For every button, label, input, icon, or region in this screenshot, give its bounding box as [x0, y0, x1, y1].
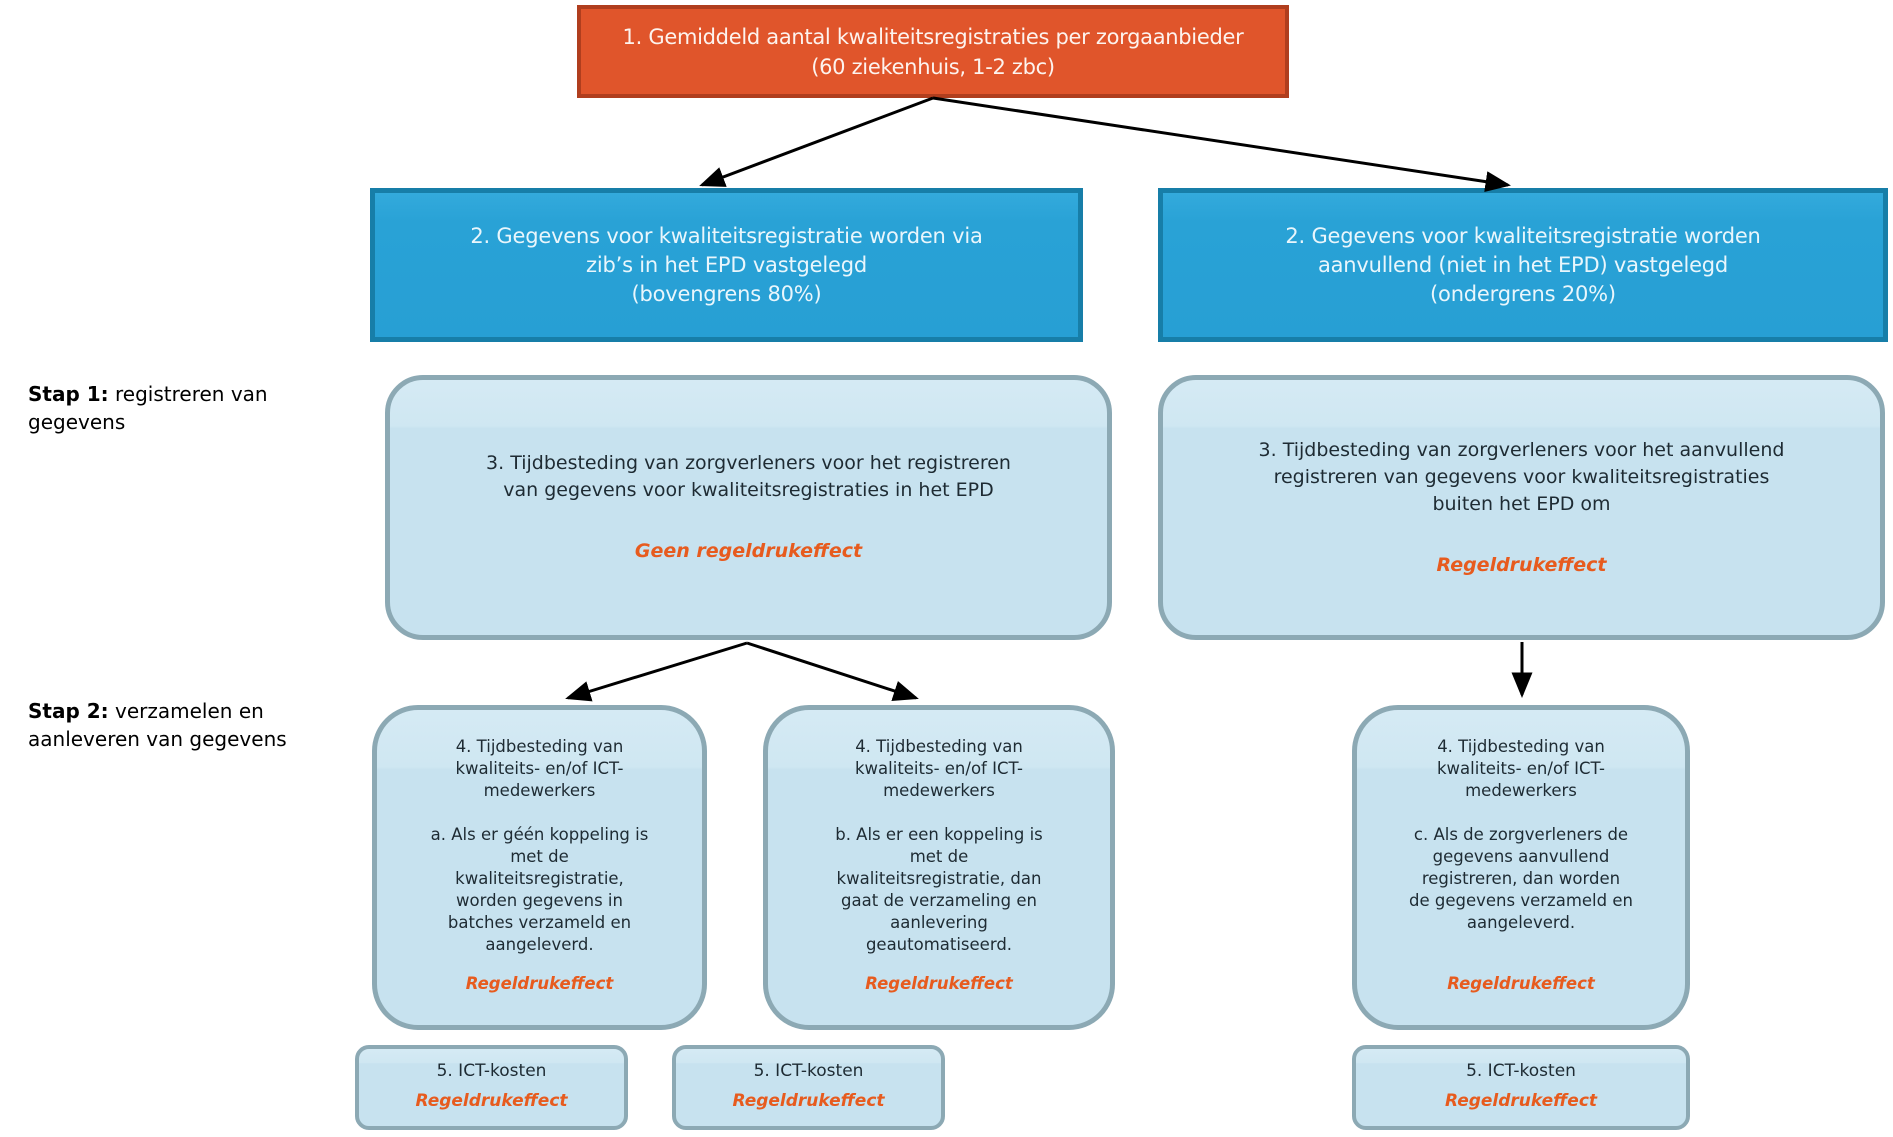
box4a-no-coupling: 4. Tijdbesteding van kwaliteits- en/of I…: [372, 705, 707, 1030]
box4c-body: c. Als de zorgverleners de gegevens aanv…: [1409, 825, 1633, 932]
box1-average-registrations: 1. Gemiddeld aantal kwaliteitsregistrati…: [577, 5, 1289, 98]
box2-left-text: 2. Gegevens voor kwaliteitsregistratie w…: [470, 223, 983, 306]
box5c-title: 5. ICT-kosten: [1466, 1061, 1576, 1081]
box5b-ict-costs: 5. ICT-kosten Regeldrukeffect: [672, 1045, 945, 1130]
box4b-body: b. Als er een koppeling is met de kwalit…: [835, 825, 1043, 954]
arrow-box1-to-box2-right: [932, 96, 1511, 193]
box1-text: 1. Gemiddeld aantal kwaliteitsregistrati…: [622, 24, 1244, 79]
box5c-ict-costs: 5. ICT-kosten Regeldrukeffect: [1352, 1045, 1690, 1130]
arrow-box3left-to-box4a: [565, 641, 748, 702]
step1-label: Stap 1: registreren van gegevens: [28, 380, 328, 436]
box2-right-additional-recording: 2. Gegevens voor kwaliteitsregistratie w…: [1158, 188, 1888, 342]
box5a-effect: Regeldrukeffect: [415, 1091, 568, 1111]
box3-left-time-caregivers-epd: 3. Tijdbesteding van zorgverleners voor …: [385, 375, 1112, 640]
box4c-header: 4. Tijdbesteding van kwaliteits- en/of I…: [1436, 737, 1606, 800]
step2-label-text: verzamelen en aanleveren van gegevens: [28, 699, 287, 751]
box4c-additional-registration: 4. Tijdbesteding van kwaliteits- en/of I…: [1352, 705, 1690, 1030]
box3-left-body: 3. Tijdbesteding van zorgverleners voor …: [486, 452, 1011, 501]
box5b-title: 5. ICT-kosten: [753, 1061, 864, 1081]
box5c-effect: Regeldrukeffect: [1444, 1091, 1598, 1111]
arrow-box3left-to-box4b: [746, 641, 919, 702]
step1-label-text: registreren van gegevens: [28, 382, 268, 434]
box4b-with-coupling: 4. Tijdbesteding van kwaliteits- en/of I…: [763, 705, 1115, 1030]
box4a-header: 4. Tijdbesteding van kwaliteits- en/of I…: [455, 737, 624, 800]
step2-label: Stap 2: verzamelen en aanleveren van geg…: [28, 697, 328, 753]
box5a-ict-costs: 5. ICT-kosten Regeldrukeffect: [355, 1045, 628, 1130]
box5b-effect: Regeldrukeffect: [732, 1091, 885, 1111]
arrow-box1-to-box2-left: [699, 96, 934, 187]
box3-right-body: 3. Tijdbesteding van zorgverleners voor …: [1258, 438, 1785, 515]
box5a-title: 5. ICT-kosten: [436, 1061, 547, 1081]
step1-label-bold: Stap 1:: [28, 382, 109, 406]
box4c-effect: Regeldrukeffect: [1447, 974, 1595, 993]
box3-right-effect: Regeldrukeffect: [1436, 553, 1607, 576]
step2-label-bold: Stap 2:: [28, 699, 109, 723]
box3-right-time-caregivers-outside-epd: 3. Tijdbesteding van zorgverleners voor …: [1158, 375, 1885, 640]
box2-left-epd-recording: 2. Gegevens voor kwaliteitsregistratie w…: [370, 188, 1083, 342]
box2-right-text: 2. Gegevens voor kwaliteitsregistratie w…: [1285, 223, 1761, 306]
box3-left-effect: Geen regeldrukeffect: [634, 540, 863, 562]
box4a-body: a. Als er géén koppeling is met de kwali…: [430, 825, 649, 954]
box4b-effect: Regeldrukeffect: [865, 974, 1013, 993]
box4b-header: 4. Tijdbesteding van kwaliteits- en/of I…: [854, 737, 1024, 800]
box4a-effect: Regeldrukeffect: [465, 974, 614, 993]
